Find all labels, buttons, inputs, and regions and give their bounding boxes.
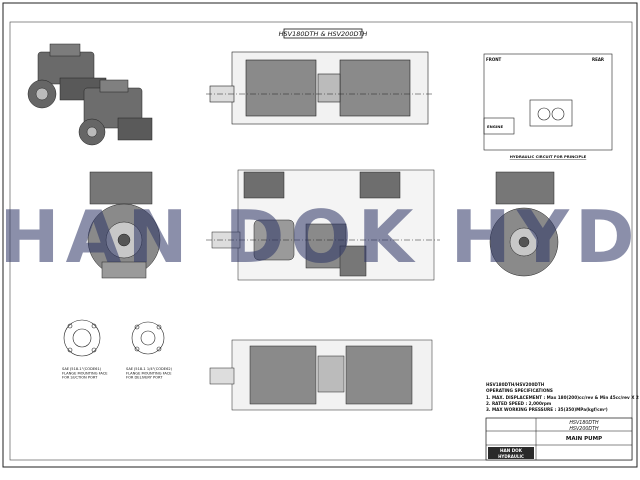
company-logo [488, 447, 534, 459]
circuit-caption: HYDRAULIC CIRCUIT FOR PRINCIPLE [510, 154, 587, 159]
hydraulic-circuit [483, 53, 613, 151]
watermark: HAN DOK HYD [0, 195, 640, 279]
spec-block: HSV180DTH/HSV200DTH OPERATING SPECIFICAT… [486, 382, 639, 412]
front-view [87, 171, 161, 279]
text-line: HSV200DTH [569, 426, 599, 432]
flange-delivery [131, 321, 165, 355]
spec-heading: OPERATING SPECIFICATIONS [486, 388, 553, 393]
circuit-front-label: FRONT [486, 57, 502, 62]
circuit-engine-label: ENGINE [487, 124, 503, 129]
spec-item: 3. MAX WORKING PRESSURE : 35(350)MPa(kgf… [486, 407, 608, 412]
flange-suction [63, 319, 101, 357]
spec-model-line: HSV180DTH/HSV200DTH [486, 382, 545, 387]
circuit-rear-label: REAR [592, 57, 604, 62]
rear-view [489, 171, 559, 277]
text-line: FOR DELIVERY PORT [126, 376, 163, 380]
title-banner-frame [283, 28, 363, 39]
part-name: MAIN PUMP [566, 436, 602, 442]
company-name-en: HYDRAULIC [498, 454, 524, 459]
bottom-view [209, 339, 433, 411]
company-name-kr: HAN DOK [500, 448, 523, 453]
main-side-view [206, 169, 440, 281]
text-line: FLANGE MOUNTING FACE [126, 371, 172, 375]
spec-item: 2. RATED SPEED : 2,000rpm [486, 401, 552, 406]
text-line: FLANGE MOUNTING FACE [62, 371, 108, 375]
title-banner: HSV180DTH & HSV200DTH [279, 30, 368, 38]
text-line: FOR SUCTION PORT [62, 376, 98, 380]
isometric-pump-view [27, 43, 153, 146]
top-view [206, 51, 432, 125]
spec-item: 1. MAX. DISPLACEMENT : Max 180(200)cc/re… [486, 395, 639, 400]
flange-caption-delivery: SAE J518-1 1/4"(CODE62)FLANGE MOUNTING F… [126, 367, 173, 380]
sheet-border [2, 2, 638, 468]
sheet-inner-border [9, 21, 633, 461]
